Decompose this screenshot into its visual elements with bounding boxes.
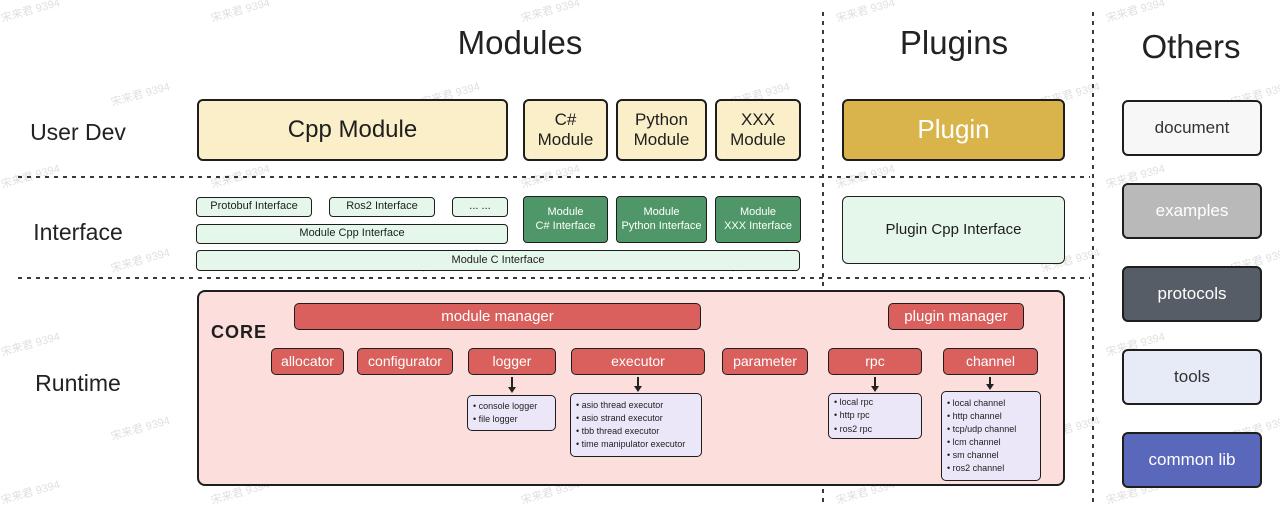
executor-box: executor (571, 348, 705, 375)
rpc-down-arrow (870, 377, 879, 392)
allocator-box: allocator (271, 348, 344, 375)
module-manager-box: module manager (294, 303, 701, 330)
watermark-text: 宋来君 9394 (519, 0, 582, 26)
module-cpp-interface-chip: Module Cpp Interface (196, 224, 508, 244)
plugin-manager-box: plugin manager (888, 303, 1024, 330)
watermark-text: 宋来君 9394 (834, 0, 897, 26)
list-item: asio thread executor (576, 399, 696, 412)
logger-down-arrow (507, 377, 516, 393)
core-label: CORE (211, 322, 268, 342)
others-tools-box: tools (1122, 349, 1262, 405)
list-item: time manipulator executor (576, 438, 696, 451)
row-label-user-dev: User Dev (30, 119, 126, 145)
divider-modules-plugins (822, 12, 824, 504)
watermark-text: 宋来君 9394 (0, 0, 62, 26)
others-document-box: document (1122, 100, 1262, 156)
list-item: local rpc (834, 396, 916, 409)
divider-userdev-interface (18, 176, 1090, 178)
xxx-module-line2: Module (730, 130, 786, 149)
header-plugins: Plugins (899, 24, 1009, 61)
logger-detail-list: console logger file logger (467, 395, 556, 431)
list-item: asio strand executor (576, 412, 696, 425)
list-item: local channel (947, 397, 1035, 410)
module-python-interface-line2: Python Interface (621, 219, 702, 232)
rpc-box: rpc (828, 348, 922, 375)
logger-box: logger (468, 348, 556, 375)
list-item: sm channel (947, 449, 1035, 462)
header-others: Others (1141, 28, 1241, 65)
executor-down-arrow (633, 377, 642, 392)
row-label-runtime: Runtime (35, 370, 121, 396)
csharp-module-line2: Module (537, 130, 594, 149)
list-item: file logger (473, 413, 550, 426)
list-item: http rpc (834, 409, 916, 422)
divider-plugins-others (1092, 12, 1094, 504)
xxx-module-box: XXX Module (715, 99, 801, 161)
module-xxx-interface-line1: Module (739, 206, 777, 219)
watermark-text: 宋来君 9394 (0, 478, 62, 508)
list-item: console logger (473, 400, 550, 413)
watermark-text: 宋来君 9394 (109, 246, 172, 276)
channel-down-arrow (985, 377, 994, 390)
module-c-interface-chip: Module C Interface (196, 250, 800, 271)
module-xxx-interface-box: Module XXX Interface (715, 196, 801, 243)
channel-detail-list: local channel http channel tcp/udp chann… (941, 391, 1041, 481)
module-csharp-interface-line1: Module (547, 206, 584, 219)
watermark-text: 宋来君 9394 (0, 330, 62, 360)
module-csharp-interface-line2: C# Interface (535, 219, 596, 232)
csharp-module-box: C# Module (523, 99, 608, 161)
python-module-line2: Module (633, 130, 690, 149)
watermark-text: 宋来君 9394 (1104, 0, 1167, 26)
list-item: ros2 channel (947, 462, 1035, 475)
header-modules: Modules (457, 24, 583, 61)
row-label-interface: Interface (33, 219, 123, 245)
watermark-text: 宋来君 9394 (109, 414, 172, 444)
protobuf-interface-chip: Protobuf Interface (196, 197, 312, 217)
executor-detail-list: asio thread executor asio strand executo… (570, 393, 702, 457)
cpp-module-box: Cpp Module (197, 99, 508, 161)
others-common-lib-box: common lib (1122, 432, 1262, 488)
module-xxx-interface-line2: XXX Interface (724, 219, 792, 232)
plugin-cpp-interface-box: Plugin Cpp Interface (842, 196, 1065, 264)
list-item: http channel (947, 410, 1035, 423)
plugin-box: Plugin (842, 99, 1065, 161)
csharp-module-line1: C# (554, 109, 577, 129)
module-python-interface-box: Module Python Interface (616, 196, 707, 243)
python-module-box: Python Module (616, 99, 707, 161)
watermark-text: 宋来君 9394 (209, 0, 272, 26)
list-item: tcp/udp channel (947, 423, 1035, 436)
list-item: tbb thread executor (576, 425, 696, 438)
others-examples-box: examples (1122, 183, 1262, 239)
configurator-box: configurator (357, 348, 453, 375)
ellipsis-chip: ... ... (452, 197, 508, 217)
channel-box: channel (943, 348, 1038, 375)
ros2-interface-chip: Ros2 Interface (329, 197, 435, 217)
python-module-line1: Python (635, 109, 688, 129)
module-python-interface-line1: Module (643, 206, 680, 219)
parameter-box: parameter (722, 348, 808, 375)
others-protocols-box: protocols (1122, 266, 1262, 322)
list-item: lcm channel (947, 436, 1035, 449)
list-item: ros2 rpc (834, 423, 916, 436)
xxx-module-line1: XXX (740, 109, 776, 129)
divider-interface-runtime (18, 277, 1090, 279)
watermark-text: 宋来君 9394 (109, 80, 172, 110)
rpc-detail-list: local rpc http rpc ros2 rpc (828, 393, 922, 439)
module-csharp-interface-box: Module C# Interface (523, 196, 608, 243)
